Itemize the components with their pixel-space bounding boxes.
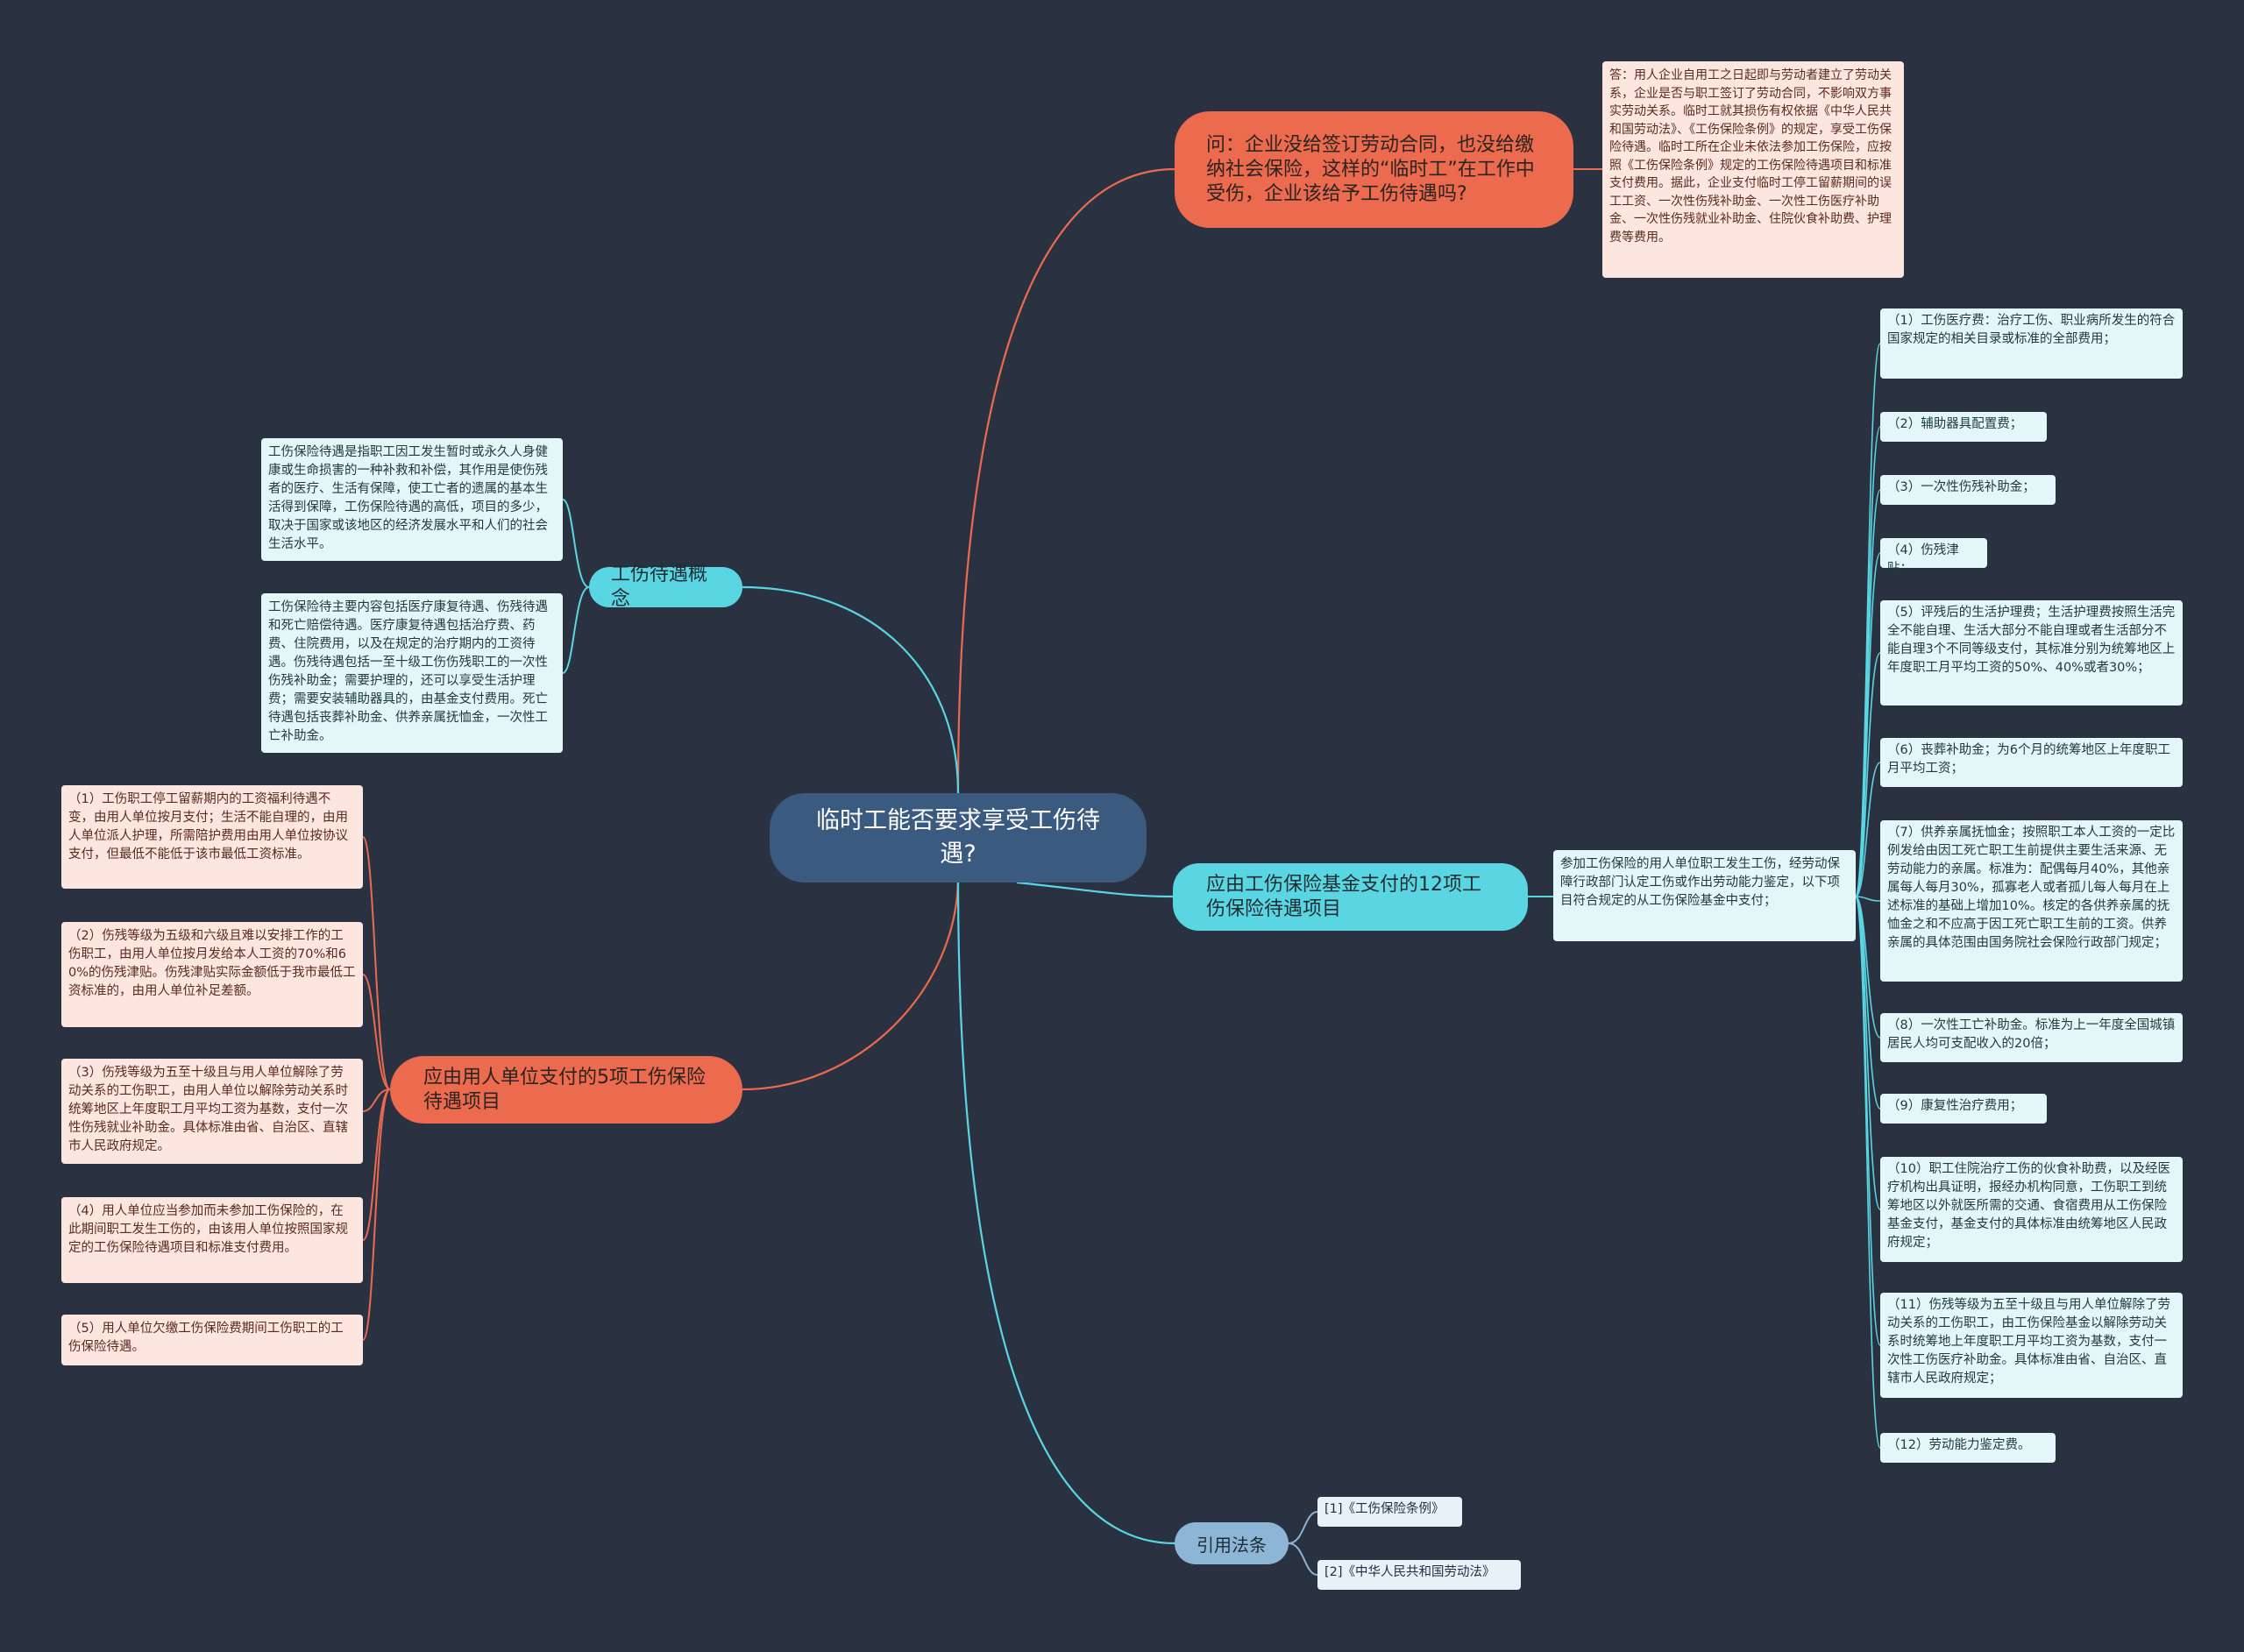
answer-note: 答：用人企业自用工之日起即与劳动者建立了劳动关系，企业是否与职工签订了劳动合同，… xyxy=(1602,61,1904,278)
question-node[interactable]: 问：企业没给签订劳动合同，也没给缴纳社会保险，这样的“临时工”在工作中受伤，企业… xyxy=(1175,111,1573,228)
refs-node[interactable]: 引用法条 xyxy=(1175,1522,1289,1564)
fund-item-6: （6）丧葬补助金；为6个月的统筹地区上年度职工月平均工资； xyxy=(1880,738,2183,787)
link-root-fund xyxy=(1016,881,1174,898)
employer-item-1: （1）工伤职工停工留薪期内的工资福利待遇不变，由用人单位按月支付；生活不能自理的… xyxy=(61,785,363,889)
fund-item-4: （4）伤残津贴； xyxy=(1880,538,1987,576)
link-root-question xyxy=(956,167,1175,794)
link-employer-4 xyxy=(362,1088,391,1241)
link-concept-2 xyxy=(562,586,590,674)
fund-item-10: （10）职工住院治疗工伤的伙食补助费，以及经医疗机构出具证明，报经办机构同意，工… xyxy=(1880,1157,2183,1262)
root-topic[interactable]: 临时工能否要求享受工伤待遇? xyxy=(770,793,1147,883)
ref-item-2[interactable]: [2]《中华人民共和国劳动法》 xyxy=(1317,1560,1521,1590)
question-text: 问：企业没给签订劳动合同，也没给缴纳社会保险，这样的“临时工”在工作中受伤，企业… xyxy=(1206,133,1535,205)
link-ref-1 xyxy=(1288,1511,1318,1544)
ref-item-1[interactable]: [1]《工伤保险条例》 xyxy=(1317,1497,1462,1527)
fund-item-1: （1）工伤医疗费：治疗工伤、职业病所发生的符合国家规定的相关目录或标准的全部费用… xyxy=(1880,308,2183,379)
fund-item-12: （12）劳动能力鉴定费。 xyxy=(1880,1433,2056,1463)
employer-item-5: （5）用人单位欠缴工伤保险费期间工伤职工的工伤保险待遇。 xyxy=(61,1315,363,1365)
concept-label: 工伤待遇概念 xyxy=(611,564,708,610)
root-title: 临时工能否要求享受工伤待遇? xyxy=(816,807,1100,868)
fund-item-9: （9）康复性治疗费用； xyxy=(1880,1094,2047,1124)
fund-item-5: （5）评残后的生活护理费；生活护理费按照生活完全不能自理、生活大部分不能自理或者… xyxy=(1880,600,2183,705)
fund-item-8: （8）一次性工亡补助金。标准为上一年度全国城镇居民人均可支配收入的20倍； xyxy=(1880,1013,2183,1062)
employer-item-3: （3）伤残等级为五至十级且与用人单位解除了劳动关系的工伤职工，由用人单位以解除劳… xyxy=(61,1059,363,1164)
link-fund-item-4 xyxy=(1855,552,1881,897)
link-concept-1 xyxy=(562,499,590,588)
employer-item-4: （4）用人单位应当参加而未参加工伤保险的，在此期间职工发生工伤的，由该用人单位按… xyxy=(61,1197,363,1283)
link-fund-item-7 xyxy=(1855,896,1881,902)
link-employer-2 xyxy=(362,974,391,1090)
employer-item-2: （2）伤残等级为五级和六级且难以安排工作的工伤职工，由用人单位按月发给本人工资的… xyxy=(61,922,363,1027)
refs-label: 引用法条 xyxy=(1197,1534,1267,1556)
link-ref-2 xyxy=(1288,1542,1318,1576)
link-employer-5 xyxy=(362,1088,391,1341)
link-root-refs xyxy=(956,876,1175,1545)
fund-node[interactable]: 应由工伤保险基金支付的12项工伤保险待遇项目 xyxy=(1173,863,1528,931)
fund-item-11: （11）伤残等级为五至十级且与用人单位解除了劳动关系的工伤职工，由工伤保险基金以… xyxy=(1880,1293,2183,1398)
fund-item-3: （3）一次性伤残补助金； xyxy=(1880,475,2056,505)
concept-content: 工伤保险待主要内容包括医疗康复待遇、伤残待遇和死亡赔偿待遇。医疗康复待遇包括治疗… xyxy=(261,593,563,753)
concept-node[interactable]: 工伤待遇概念 xyxy=(589,564,742,610)
link-fund-item-6 xyxy=(1855,762,1881,897)
link-employer-1 xyxy=(362,836,391,1090)
link-fund-item-9 xyxy=(1855,896,1881,1110)
fund-item-2: （2）辅助器具配置费； xyxy=(1880,412,2047,442)
link-fund-item-12 xyxy=(1855,896,1881,1449)
fund-item-7: （7）供养亲属抚恤金；按照职工本人工资的一定比例发给由因工死亡职工生前提供主要生… xyxy=(1880,820,2183,982)
fund-label: 应由工伤保险基金支付的12项工伤保险待遇项目 xyxy=(1206,873,1481,920)
employer-label: 应由用人单位支付的5项工伤保险待遇项目 xyxy=(423,1066,706,1113)
link-fund-item-5 xyxy=(1855,652,1881,897)
concept-definition: 工伤保险待遇是指职工因工发生暂时或永久人身健康或生命损害的一种补救和补偿，其作用… xyxy=(261,438,563,561)
link-employer-3 xyxy=(362,1088,391,1112)
link-root-concept xyxy=(742,585,960,794)
link-root-employer xyxy=(742,876,960,1091)
link-fund-item-11 xyxy=(1855,896,1881,1346)
fund-description: 参加工伤保险的用人单位职工发生工伤，经劳动保障行政部门认定工伤或作出劳动能力鉴定… xyxy=(1553,850,1856,941)
employer-node[interactable]: 应由用人单位支付的5项工伤保险待遇项目 xyxy=(390,1056,742,1124)
link-fund-item-10 xyxy=(1855,896,1881,1210)
answer-text: 答：用人企业自用工之日起即与劳动者建立了劳动关系，企业是否与职工签订了劳动合同，… xyxy=(1609,68,1892,245)
